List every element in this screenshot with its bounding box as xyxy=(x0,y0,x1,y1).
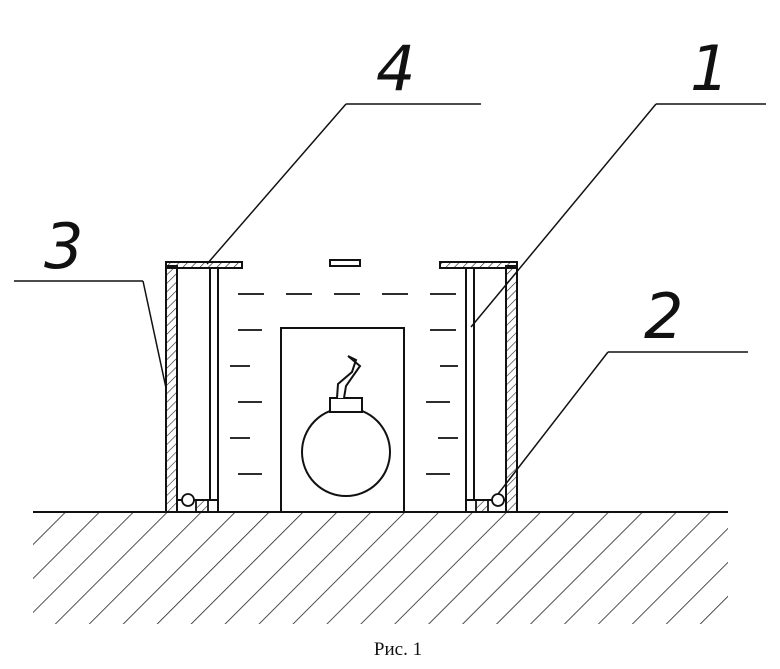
callout-1-label: 1 xyxy=(690,32,729,105)
callout-2-label: 2 xyxy=(644,280,683,353)
callout-3-label: 3 xyxy=(44,210,83,283)
ground xyxy=(33,512,728,624)
callout-4-label: 4 xyxy=(376,32,415,105)
callout-labels: 4 1 3 2 xyxy=(44,32,729,353)
figure-caption: Рис. 1 xyxy=(374,639,422,660)
